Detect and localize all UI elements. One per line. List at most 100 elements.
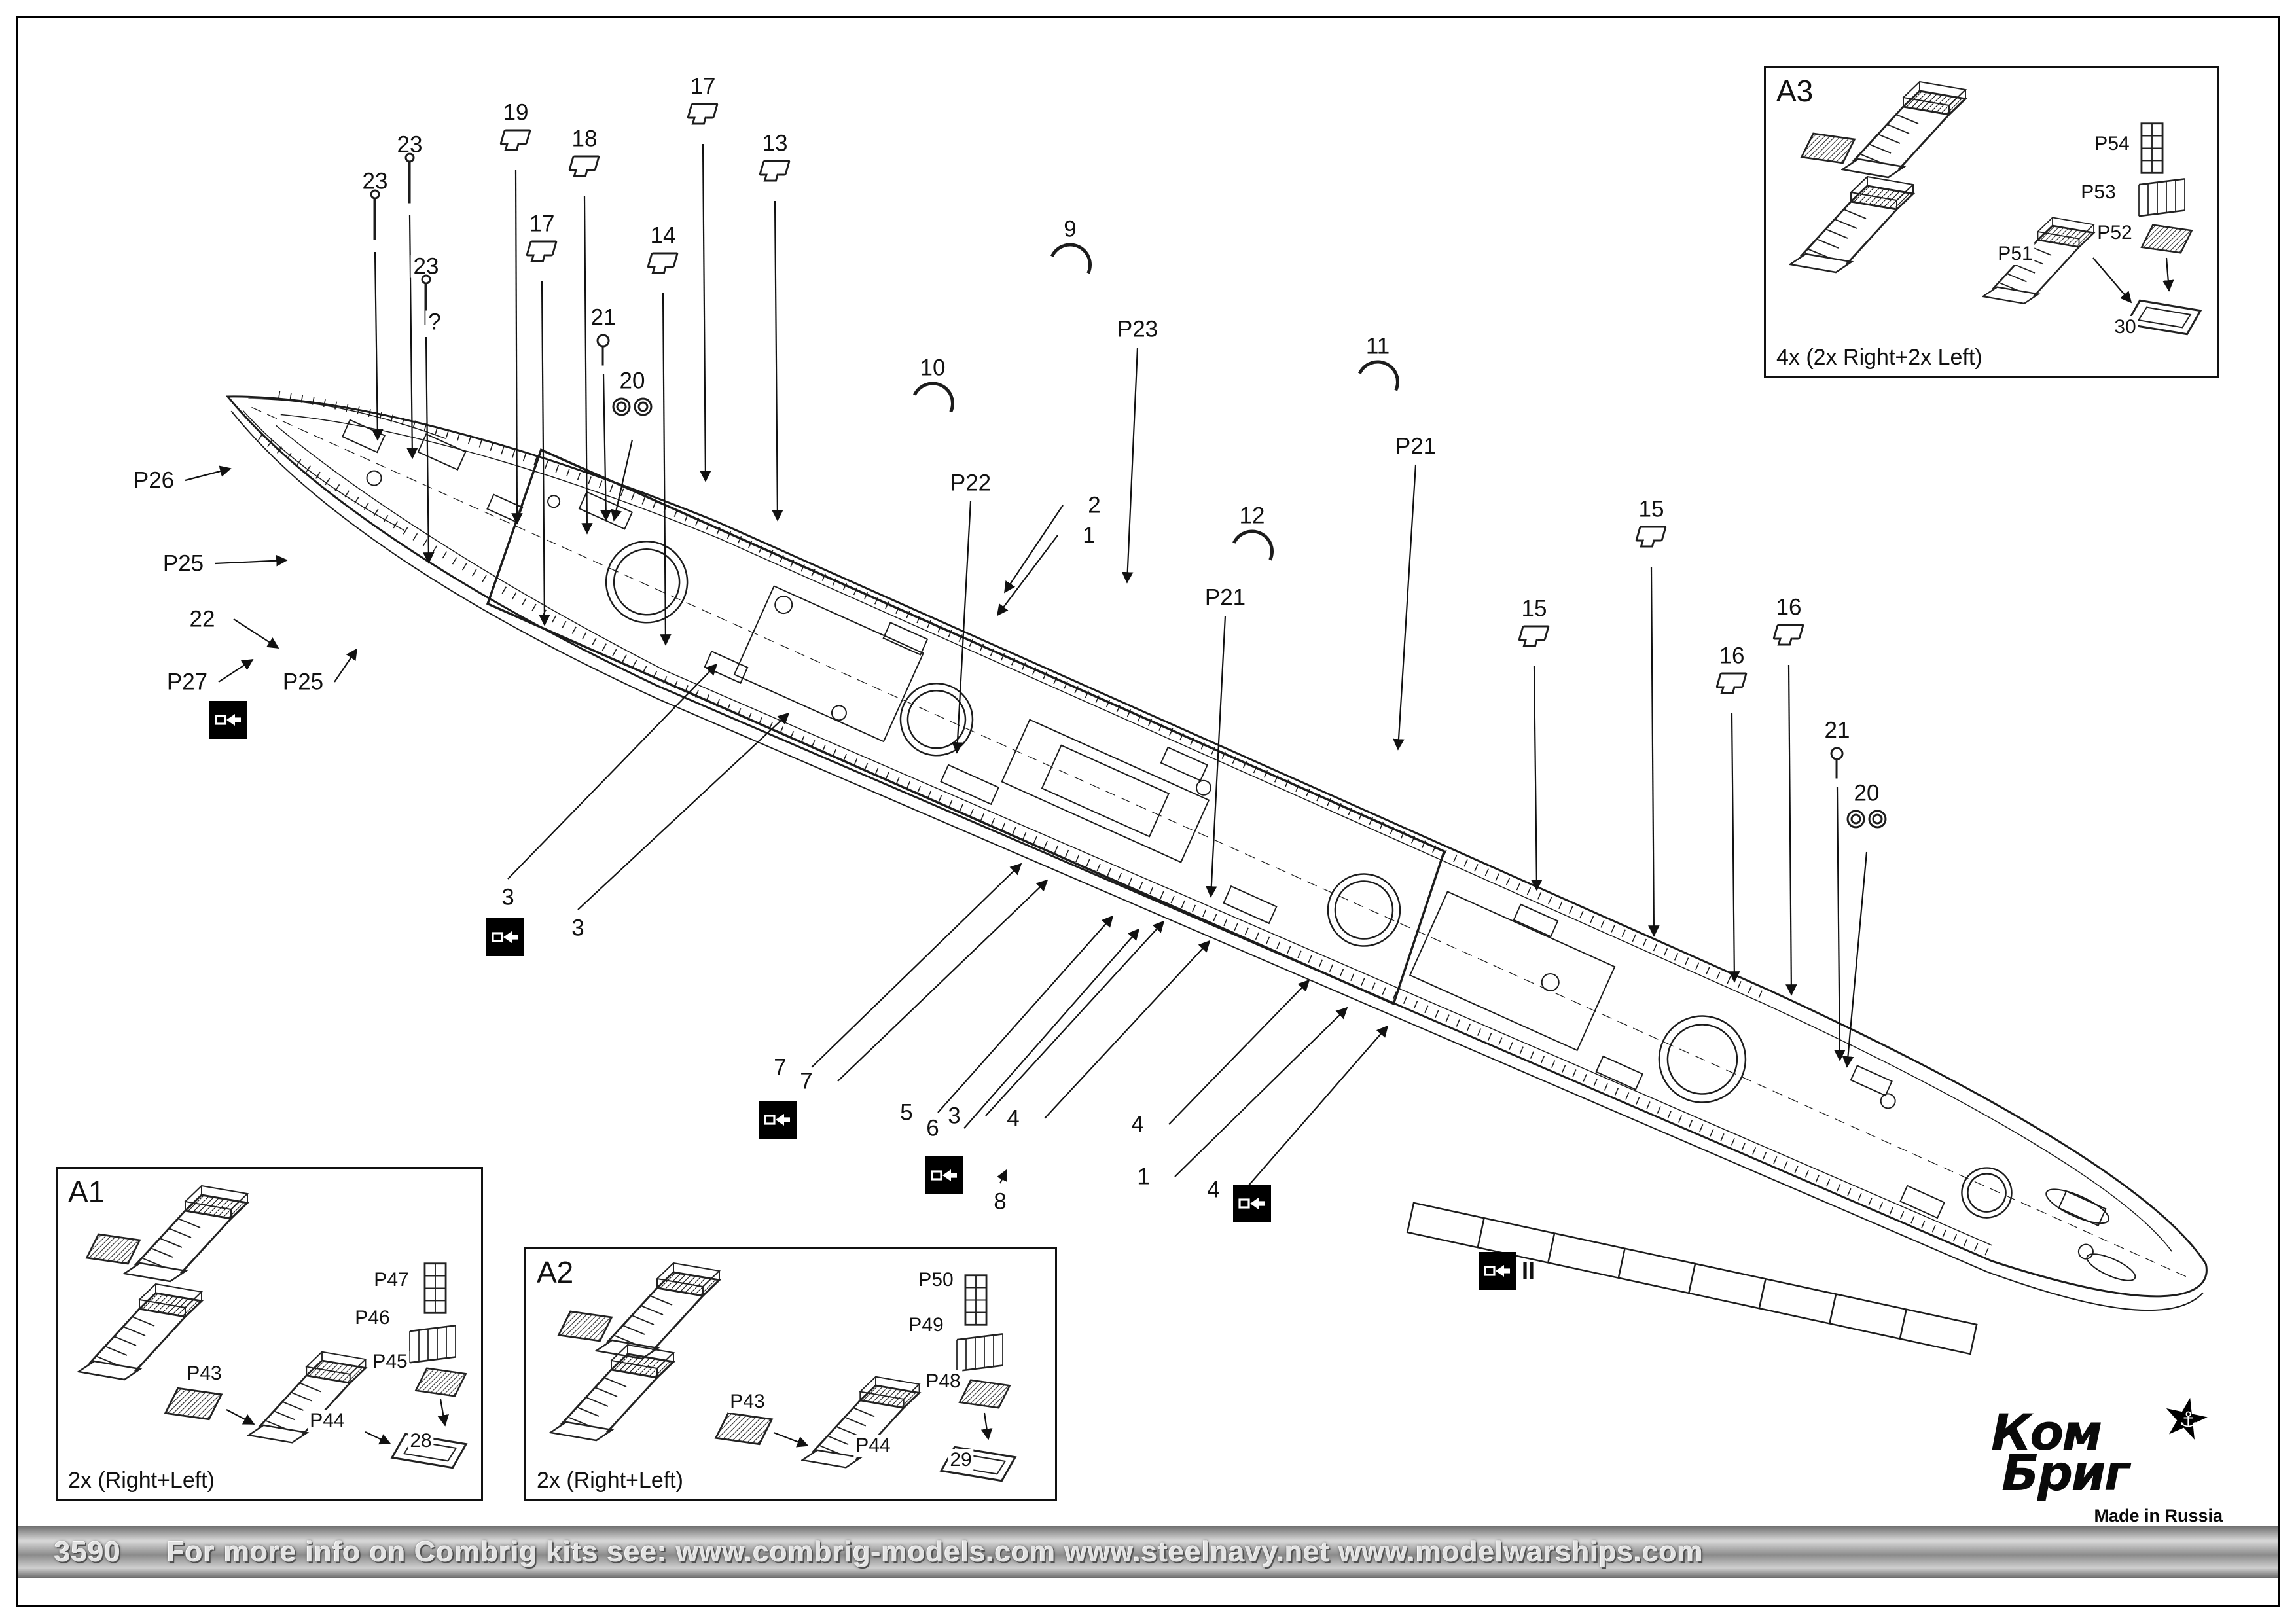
part-number-label: 16	[1773, 596, 1804, 619]
logo-text-line1: Ком	[1991, 1403, 2102, 1461]
inset-part-label-30: 30	[2112, 316, 2138, 338]
part-number-label: 11	[1363, 334, 1393, 358]
leader-line	[1206, 615, 1227, 898]
leader-line	[334, 648, 357, 683]
aft-deck-panel	[1406, 1202, 1978, 1355]
part-number-label: 17	[526, 212, 558, 236]
leader-line	[423, 336, 435, 564]
leader-line	[511, 169, 523, 525]
part-number-label: 19	[500, 101, 531, 124]
part-number-label: 20	[1851, 781, 1882, 805]
part-callout-20: 20	[1846, 781, 1887, 829]
leader-line	[952, 501, 972, 754]
part-number-label: 18	[569, 127, 600, 151]
part-number-label: 3	[945, 1104, 963, 1128]
inset-part-label-p45: P45	[370, 1351, 410, 1373]
part-number-label: 22	[187, 607, 218, 631]
leader-line	[996, 535, 1058, 616]
leader-line	[1531, 666, 1543, 891]
inset-part-label-28: 28	[408, 1430, 434, 1452]
assembly-direction-icon	[209, 701, 247, 739]
part-number-label: 6	[924, 1116, 942, 1140]
inset-part-label-p51: P51	[1996, 243, 2035, 265]
part-number-label: P22	[947, 471, 994, 495]
part-number-label: 1	[1080, 524, 1098, 547]
part-callout-p25: P25	[279, 670, 327, 694]
part-callout-22: 22	[187, 607, 218, 631]
part-number-label: 7	[797, 1069, 816, 1093]
part-number-label: 4	[1128, 1113, 1147, 1136]
assembly-direction-icon	[486, 918, 524, 956]
arrow-part-icon	[1484, 1265, 1510, 1277]
part-callout-p25: P25	[160, 552, 207, 575]
inset-caption-a3: 4x (2x Right+2x Left)	[1776, 345, 1982, 370]
leader-line	[660, 293, 672, 646]
part-callout-23: 23	[410, 255, 442, 325]
inset-part-label-p44: P44	[308, 1410, 347, 1432]
part-callout-23: 23	[394, 133, 425, 204]
leader-line	[600, 373, 612, 522]
pin-part-icon	[597, 334, 610, 366]
part-callout-11: 11	[1350, 334, 1406, 410]
part-callout-3: 3	[569, 916, 587, 940]
part-callout-4: 4	[1004, 1107, 1022, 1130]
inset-part-label-p47: P47	[372, 1269, 411, 1291]
brand-logo: ★ ⚓ Ком Бриг Made in Russia	[1991, 1383, 2227, 1530]
leader-line	[772, 200, 783, 522]
anchor-icon: ⚓	[2179, 1408, 2198, 1431]
part-callout-1: 1	[1080, 524, 1098, 547]
leader-line	[406, 215, 418, 459]
part-number-label: 23	[359, 169, 391, 193]
part-callout-8: 8	[991, 1190, 1009, 1213]
part-number-label: 23	[410, 255, 442, 278]
part-callout-4: 4	[1128, 1113, 1147, 1136]
part-number-label: 3	[569, 916, 587, 940]
leader-line	[539, 281, 550, 626]
inset-part-label-p53: P53	[2079, 181, 2118, 204]
part-callout-17: 17	[526, 212, 558, 257]
part-callout-12: 12	[1224, 504, 1280, 579]
assembly-direction-icon	[1233, 1185, 1271, 1222]
part-callout-?: ?	[425, 310, 444, 334]
part-callout-4: 4	[1204, 1178, 1223, 1202]
inset-part-label-p43: P43	[185, 1363, 224, 1385]
part-number-label: 14	[647, 224, 679, 247]
leader-line	[937, 915, 1114, 1113]
part-callout-p21: P21	[1202, 586, 1249, 609]
part-callout-10: 10	[905, 356, 961, 431]
rod-part-icon	[370, 189, 380, 240]
page-border	[16, 16, 2280, 1607]
part-callout-5: 5	[897, 1101, 916, 1124]
inset-part-label-p44: P44	[853, 1435, 893, 1457]
arrow-part-icon	[215, 714, 241, 726]
inset-part-label-p48: P48	[924, 1370, 963, 1393]
part-number-label: 2	[1085, 493, 1103, 517]
inset-a3-art	[1789, 80, 2202, 336]
inset-a1-art	[77, 1185, 467, 1469]
leader-line	[1648, 566, 1660, 937]
part-number-label: P21	[1202, 586, 1249, 609]
inset-title-a3: A3	[1776, 74, 1814, 108]
kit-number: 3590	[54, 1536, 121, 1568]
leader-line	[507, 663, 718, 880]
part-callout-3: 3	[499, 885, 517, 909]
leader-line	[811, 863, 1022, 1068]
part-number-label: 21	[588, 306, 619, 329]
leader-line	[700, 143, 711, 482]
part-number-label: 3	[499, 885, 517, 909]
leader-line	[1842, 851, 1868, 1068]
inset-a2-art	[549, 1262, 1016, 1482]
leader-line	[1785, 664, 1797, 996]
leader-line	[577, 712, 790, 910]
part-number-label: 16	[1716, 644, 1748, 668]
part-number-label: 9	[1061, 217, 1079, 241]
leader-line	[581, 196, 593, 535]
part-number-label: 23	[394, 133, 425, 156]
inset-title-a1: A1	[68, 1175, 105, 1209]
leader-line	[1121, 347, 1139, 584]
